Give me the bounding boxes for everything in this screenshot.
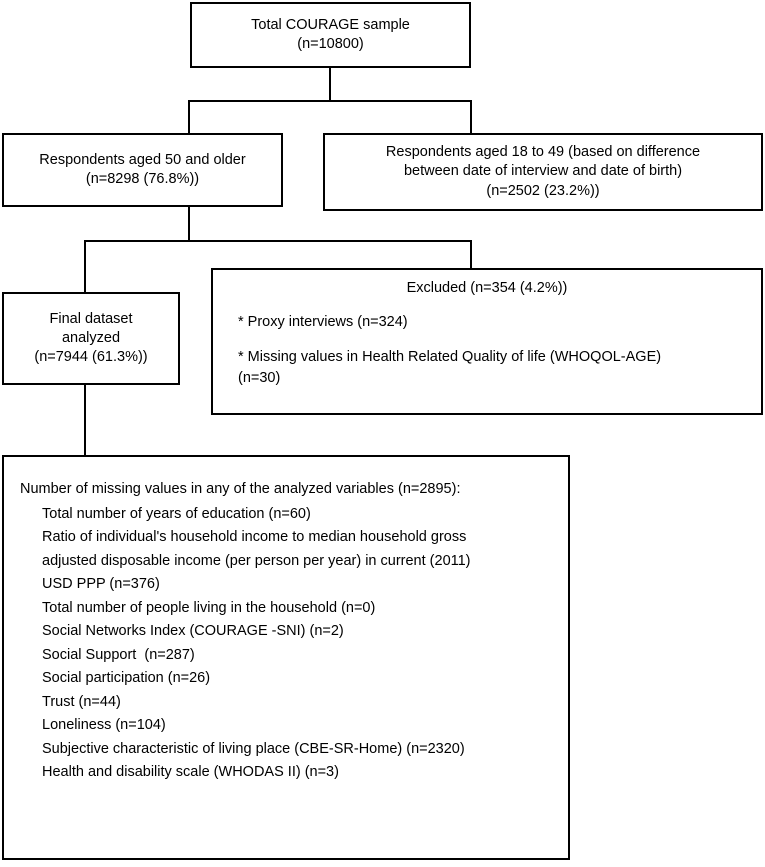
connector-final-to-missing (84, 385, 86, 457)
node-missing-values: Number of missing values in any of the a… (2, 455, 570, 860)
node-respondents-older-line-1: Respondents aged 50 and older (39, 151, 246, 168)
node-missing-values-header: Number of missing values in any of the a… (20, 481, 461, 497)
node-missing-values-item-5: Total number of people living in the hou… (42, 599, 376, 616)
node-final-dataset: Final dataset analyzed (n=7944 (61.3%)) (2, 292, 180, 385)
node-missing-values-item-7: Social Support (n=287) (42, 646, 195, 663)
node-missing-values-item-3: adjusted disposable income (per person p… (42, 552, 471, 569)
node-missing-values-item-4: USD PPP (n=376) (42, 576, 160, 593)
connector-to-older (188, 100, 190, 135)
connector-to-excluded (470, 240, 472, 270)
connector-total-down (329, 68, 331, 102)
node-respondents-older-line-2: (n=8298 (76.8%)) (85, 171, 200, 187)
connector-to-final-dataset (84, 240, 86, 294)
connector-row3-horizontal (84, 240, 472, 242)
node-excluded-header: Excluded (n=354 (4.2%)) (406, 280, 568, 296)
node-respondents-older: Respondents aged 50 and older (n=8298 (7… (2, 133, 283, 207)
connector-to-younger (470, 100, 472, 135)
node-respondents-younger: Respondents aged 18 to 49 (based on diff… (323, 133, 763, 211)
node-missing-values-item-9: Trust (n=44) (42, 693, 121, 710)
node-missing-values-item-12: Health and disability scale (WHODAS II) … (42, 764, 339, 781)
node-respondents-younger-line-2: between date of interview and date of bi… (403, 163, 683, 180)
node-missing-values-item-1: Total number of years of education (n=60… (42, 506, 311, 522)
connector-row2-horizontal (188, 100, 472, 102)
node-excluded-item-2: * Missing values in Health Related Quali… (238, 349, 662, 387)
node-missing-values-item-10: Loneliness (n=104) (42, 717, 166, 734)
node-total-sample: Total COURAGE sample (n=10800) (190, 2, 471, 68)
node-respondents-younger-line-3: (n=2502 (23.2%)) (486, 182, 600, 199)
node-excluded: Excluded (n=354 (4.2%)) * Proxy intervie… (211, 268, 763, 415)
connector-older-down (188, 207, 190, 242)
node-total-sample-line-2: (n=10800) (297, 36, 364, 52)
node-final-dataset-line-1: Final dataset (49, 310, 133, 327)
node-missing-values-item-8: Social participation (n=26) (42, 670, 211, 687)
node-total-sample-line-1: Total COURAGE sample (251, 16, 410, 33)
node-missing-values-item-6: Social Networks Index (COURAGE -SNI) (n=… (42, 623, 344, 640)
node-excluded-item-1: * Proxy interviews (n=324) (238, 314, 408, 330)
node-missing-values-item-2: Ratio of individual's household income t… (42, 529, 467, 546)
node-missing-values-item-11: Subjective characteristic of living plac… (42, 740, 465, 757)
node-final-dataset-line-3: (n=7944 (61.3%)) (34, 349, 148, 366)
node-final-dataset-line-2: analyzed (61, 329, 121, 346)
node-respondents-younger-line-1: Respondents aged 18 to 49 (based on diff… (385, 144, 701, 161)
